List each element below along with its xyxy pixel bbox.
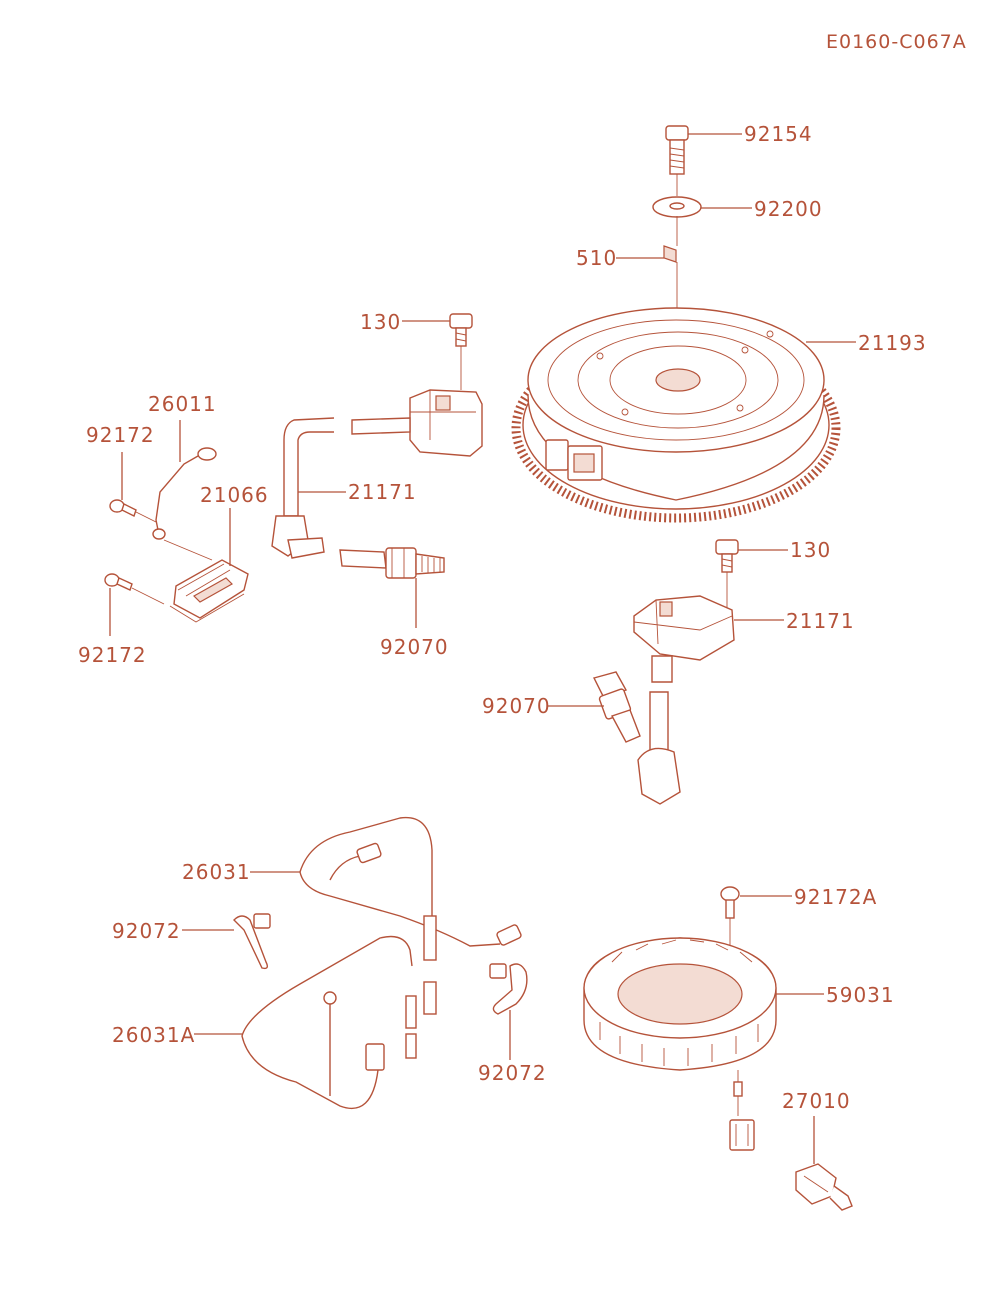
label-92200: 92200 — [754, 197, 823, 221]
label-59031: 59031 — [826, 983, 895, 1007]
stator-connector — [729, 1070, 755, 1151]
wire-clip-92072-right — [489, 963, 528, 1015]
ground-wire-26011 — [152, 447, 217, 540]
wiring-harness-26031A — [241, 935, 417, 1110]
rectifier-21066 — [169, 559, 249, 623]
bolt-130-upper — [449, 313, 473, 347]
label-92172-lower: 92172 — [78, 643, 147, 667]
bolt-92154 — [665, 125, 689, 175]
label-92070-right: 92070 — [482, 694, 551, 718]
spark-plug-92070-right — [592, 671, 641, 743]
label-26031: 26031 — [182, 860, 251, 884]
washer-92200 — [652, 196, 702, 218]
label-92172A: 92172A — [794, 885, 877, 909]
label-27010: 27010 — [782, 1089, 851, 1113]
ground-wire-axis — [135, 511, 213, 561]
flywheel-21193 — [511, 307, 841, 523]
label-510: 510 — [576, 246, 617, 270]
screw-92172A — [720, 886, 740, 919]
label-26011: 26011 — [148, 392, 217, 416]
label-26031A: 26031A — [112, 1023, 195, 1047]
label-92172-upper: 92172 — [86, 423, 155, 447]
label-130-lower: 130 — [790, 538, 831, 562]
label-92070-left: 92070 — [380, 635, 449, 659]
label-92072-left: 92072 — [112, 919, 181, 943]
spark-plug-92070-left — [339, 547, 445, 579]
label-21066: 21066 — [200, 483, 269, 507]
label-21171-left: 21171 — [348, 480, 417, 504]
bolt-130-lower — [715, 539, 739, 573]
wire-clip-92072-left — [233, 913, 271, 970]
wiring-harness-26031 — [299, 816, 522, 1015]
screw-92172-lower-axis — [131, 587, 165, 605]
screw-92172-lower — [104, 573, 133, 591]
diagram-code: E0160-C067A — [826, 31, 967, 53]
label-92154: 92154 — [744, 122, 813, 146]
label-92072-right: 92072 — [478, 1061, 547, 1085]
label-21171-right: 21171 — [786, 609, 855, 633]
key-510 — [663, 245, 677, 263]
oil-pressure-switch-27010 — [795, 1163, 853, 1211]
stator-59031 — [583, 937, 777, 1071]
label-130-upper: 130 — [360, 310, 401, 334]
ignition-coil-21171-right — [633, 595, 735, 805]
label-21193: 21193 — [858, 331, 927, 355]
ignition-coil-21171-left — [271, 389, 483, 559]
screw-92172-upper — [109, 499, 137, 517]
